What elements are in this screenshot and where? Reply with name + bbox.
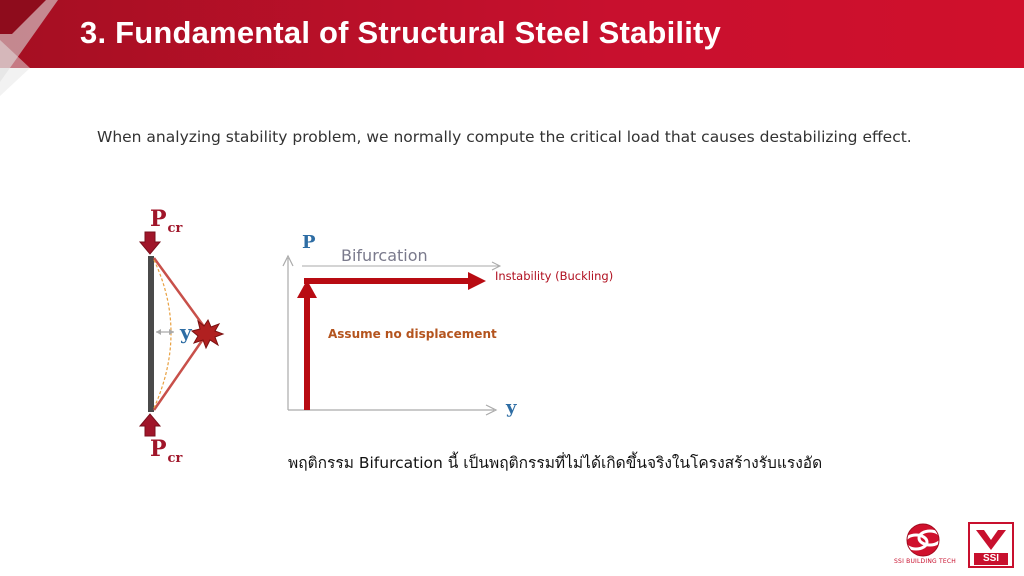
load-arrow-top bbox=[138, 231, 162, 255]
deflected-curve bbox=[153, 259, 172, 409]
y-axis-arrowhead bbox=[485, 404, 498, 416]
load-arrow-bottom bbox=[138, 413, 162, 437]
assume-label: Assume no displacement bbox=[328, 327, 497, 341]
column-member bbox=[148, 256, 154, 412]
y-axis-label: y bbox=[506, 397, 517, 418]
load-symbol-bottom: P bbox=[150, 436, 167, 462]
bifurcation-label: Bifurcation bbox=[341, 246, 428, 265]
displacement-label: y bbox=[180, 320, 192, 344]
buckling-path-arrowhead bbox=[468, 272, 486, 290]
bifurcation-arrowhead bbox=[491, 261, 502, 271]
instability-label: Instability (Buckling) bbox=[495, 269, 614, 283]
load-symbol-top: P bbox=[150, 206, 167, 232]
column-drawing bbox=[138, 231, 225, 437]
header-bar bbox=[0, 0, 1024, 68]
ssi-building-tech-mark bbox=[903, 523, 943, 557]
load-label-bottom: Pcr bbox=[150, 436, 182, 466]
buckling-path-bar bbox=[304, 278, 470, 284]
p-axis-arrowhead bbox=[282, 254, 294, 267]
loading-path-bar bbox=[304, 296, 310, 410]
ssi-mark bbox=[976, 530, 1006, 550]
header-corner-decoration bbox=[0, 0, 58, 96]
load-subscript-bottom: cr bbox=[167, 451, 183, 466]
bifurcation-graph bbox=[282, 254, 502, 416]
load-label-top: Pcr bbox=[150, 206, 182, 236]
ssi-building-tech-logo: SSI BUILDING TECH bbox=[890, 522, 956, 570]
burst-icon bbox=[190, 318, 225, 350]
p-axis-label: P bbox=[302, 232, 316, 253]
column-buckling-figure: Pcr y Pcr bbox=[130, 200, 240, 480]
intro-text: When analyzing stability problem, we nor… bbox=[97, 128, 912, 146]
thai-note: พฤติกรรม Bifurcation นี้ เป็นพฤติกรรมที่… bbox=[288, 454, 823, 472]
ssi-logo: SSI bbox=[968, 522, 1014, 568]
load-subscript-top: cr bbox=[167, 221, 183, 236]
slide-title: 3. Fundamental of Structural Steel Stabi… bbox=[80, 15, 721, 50]
loading-path-arrowhead bbox=[297, 280, 317, 298]
ssi-logo-text: SSI bbox=[974, 553, 1008, 565]
logo-caption: SSI BUILDING TECH bbox=[894, 558, 956, 565]
